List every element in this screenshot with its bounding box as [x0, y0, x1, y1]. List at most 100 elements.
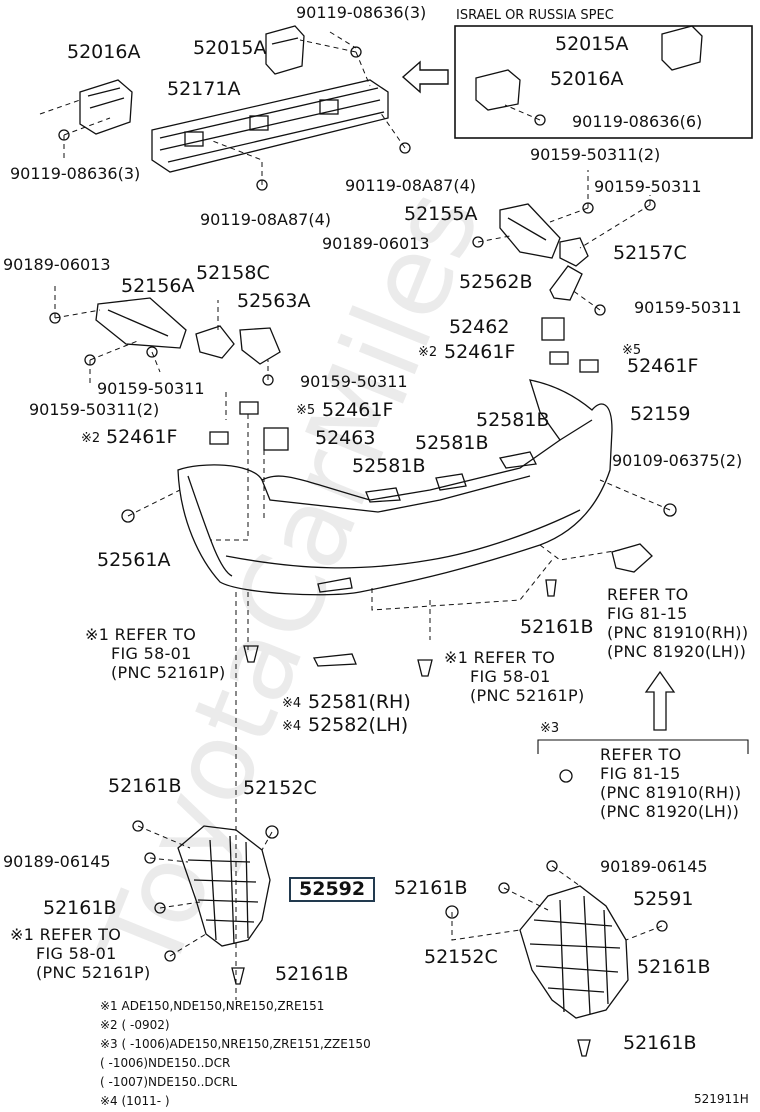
israel-russia-spec-box	[454, 25, 753, 139]
reflector-52581B-a	[498, 451, 537, 469]
bracket-52562B	[549, 265, 583, 301]
label-52016A: 52016A	[67, 41, 141, 63]
refer-line: (PNC 81910(RH))	[600, 783, 742, 802]
label-90119-08636-3-top: 90119-08636(3)	[296, 3, 427, 22]
label-52159: 52159	[630, 403, 691, 425]
refer-line: REFER TO	[114, 625, 197, 644]
label-52156A: 52156A	[121, 275, 195, 297]
label-90159-50311-2-left: 90159-50311(2)	[29, 400, 160, 419]
lamp-81910	[611, 543, 653, 573]
label-52161B-d: 52161B	[275, 963, 349, 985]
mark-1: ※1	[444, 648, 469, 667]
spec-label-90119-08636-6: 90119-08636(6)	[572, 112, 703, 131]
refer-line: FIG 81-15	[600, 764, 681, 783]
bracket-52157C	[559, 237, 589, 267]
label-52581B-a: 52581B	[476, 409, 550, 431]
refer-line: (PNC 81920(LH))	[600, 802, 740, 821]
refer-line: (PNC 52161P)	[111, 663, 226, 682]
spec-bracket-52015A	[661, 25, 703, 71]
label-52158C: 52158C	[196, 262, 270, 284]
label-52171A: 52171A	[167, 78, 241, 100]
mark-4-a: ※4	[282, 696, 302, 711]
footnote: ( -1006)NDE150..DCR	[100, 1056, 231, 1070]
refer-line: REFER TO	[600, 745, 682, 764]
label-90159-50311-left: 90159-50311	[97, 379, 205, 398]
label-90119-08A87-4-bottom: 90119-08A87(4)	[200, 210, 331, 229]
label-52161B-a: 52161B	[520, 616, 594, 638]
refer-fig-81-15-a: REFER TO FIG 81-15 (PNC 81910(RH)) (PNC …	[607, 585, 748, 661]
mark-2-b: ※2	[81, 431, 101, 446]
refer-fig-81-15-b: REFER TO FIG 81-15 (PNC 81910(RH)) (PNC …	[600, 745, 741, 821]
reflector-52581-RH	[312, 653, 357, 667]
label-52461F-b: 52461F	[627, 355, 699, 377]
label-90189-06145-right: 90189-06145	[600, 857, 708, 876]
label-90119-08A87-4-right: 90119-08A87(4)	[345, 176, 476, 195]
label-90159-50311-2-top: 90159-50311(2)	[530, 145, 661, 164]
label-90159-50311-r2: 90159-50311	[634, 298, 742, 317]
refer-fig-58-01-c: ※1 REFER TO FIG 58-01 (PNC 52161P)	[10, 925, 151, 982]
label-52561A: 52561A	[97, 549, 171, 571]
label-52463: 52463	[315, 427, 376, 449]
label-90189-06013-mid: 90189-06013	[322, 234, 430, 253]
bracket-52015A	[265, 25, 305, 75]
reinforcement-52171A	[151, 79, 389, 173]
label-52461F-c: 52461F	[322, 399, 394, 421]
figure-id: 521911H	[694, 1092, 749, 1106]
label-90159-50311-mid: 90159-50311	[300, 372, 408, 391]
label-90189-06145-left: 90189-06145	[3, 852, 111, 871]
label-90109-06375-2: 90109-06375(2)	[612, 451, 743, 470]
label-52161B-c: 52161B	[43, 897, 117, 919]
bracket-52158C	[195, 325, 235, 359]
bracket-52563A	[239, 327, 281, 365]
bumper-cover-52159	[177, 379, 613, 596]
label-52155A: 52155A	[404, 203, 478, 225]
pad-52461F-c	[239, 401, 259, 415]
mark-5-b: ※5	[296, 403, 316, 418]
label-90159-50311-r1: 90159-50311	[594, 177, 702, 196]
label-52581-RH: 52581(RH)	[308, 691, 411, 713]
label-52562B: 52562B	[459, 271, 533, 293]
label-52152C-bottom: 52152C	[424, 946, 498, 968]
mark-3: ※3	[540, 721, 560, 736]
pad-52461F-b	[579, 359, 599, 373]
footnote: ※3 ( -1006)ADE150,NRE150,ZRE151,ZZE150	[100, 1037, 371, 1051]
refer-line: FIG 58-01	[36, 944, 117, 963]
label-52161B-f: 52161B	[637, 956, 711, 978]
refer-line: REFER TO	[473, 648, 556, 667]
mark-1: ※1	[85, 625, 110, 644]
pad-52462	[541, 317, 565, 341]
spec-box-title: ISRAEL OR RUSSIA SPEC	[456, 8, 614, 23]
pad-52463	[263, 427, 289, 451]
label-52461F-a: 52461F	[444, 341, 516, 363]
footnote: ※1 ADE150,NDE150,NRE150,ZRE151	[100, 999, 325, 1013]
refer-fig-58-01-b: ※1 REFER TO FIG 58-01 (PNC 52161P)	[444, 648, 585, 705]
refer-line: (PNC 52161P)	[470, 686, 585, 705]
clip-52161B-a	[545, 579, 557, 597]
reflector-52581B-b	[435, 473, 467, 491]
label-52592: 52592	[289, 877, 376, 902]
footnote: ※4 (1011- )	[100, 1094, 170, 1108]
mark-1: ※1	[10, 925, 35, 944]
mark-2-a: ※2	[418, 345, 438, 360]
refer-line: (PNC 81920(LH))	[607, 642, 747, 661]
refer-line: (PNC 81910(RH))	[607, 623, 749, 642]
pad-52461F-d	[209, 431, 229, 445]
mudguard-52591	[519, 885, 629, 1019]
refer-line: REFER TO	[607, 585, 689, 604]
label-52161B-g: 52161B	[623, 1032, 697, 1054]
label-52591: 52591	[633, 888, 694, 910]
footnotes: ※1 ADE150,NDE150,NRE150,ZRE151 ※2 ( -090…	[100, 997, 371, 1111]
refer-line: FIG 81-15	[607, 604, 688, 623]
bracket-52016A	[79, 79, 133, 135]
label-90189-06013-left: 90189-06013	[3, 255, 111, 274]
footnote: ( -1007)NDE150..DCRL	[100, 1075, 238, 1089]
label-52581B-c: 52581B	[352, 455, 426, 477]
refer-line: FIG 58-01	[470, 667, 551, 686]
spec-label-52015A: 52015A	[555, 33, 629, 55]
spec-bracket-52016A	[475, 69, 521, 111]
spec-label-52016A: 52016A	[550, 68, 624, 90]
label-52461F-d: 52461F	[106, 426, 178, 448]
bracket-52156A	[95, 297, 187, 349]
label-52161B-b: 52161B	[108, 775, 182, 797]
